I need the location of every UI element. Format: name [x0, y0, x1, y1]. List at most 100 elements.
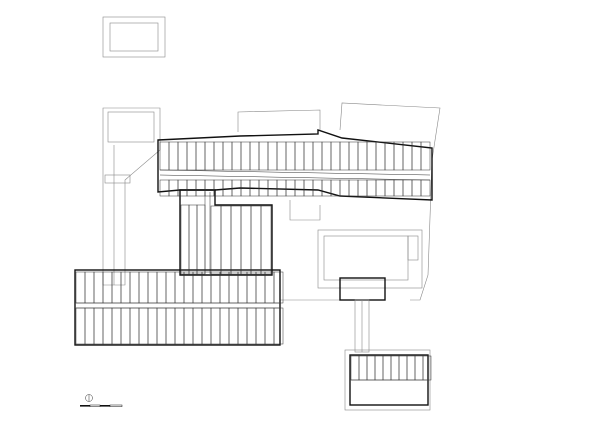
room [249, 141, 260, 171]
scale-bar [80, 404, 123, 407]
room [366, 179, 377, 197]
room [420, 141, 431, 171]
room [393, 179, 404, 197]
room [375, 179, 386, 197]
room [231, 141, 242, 171]
room [219, 271, 230, 304]
room [156, 307, 167, 345]
room [204, 141, 215, 171]
room [219, 307, 230, 345]
room [183, 271, 194, 304]
room [201, 307, 212, 345]
room [129, 271, 140, 304]
room [358, 355, 368, 381]
room [402, 179, 413, 197]
room [276, 141, 287, 171]
room [366, 141, 377, 171]
room [84, 307, 95, 345]
room [246, 307, 257, 345]
room [250, 205, 262, 275]
room [102, 271, 113, 304]
room [240, 141, 251, 171]
room [321, 141, 332, 171]
room [375, 141, 386, 171]
room [220, 205, 232, 275]
room [195, 179, 206, 197]
room [264, 271, 275, 304]
room [330, 141, 341, 171]
room [165, 271, 176, 304]
detached-pavilion [102, 16, 166, 58]
room [196, 204, 206, 275]
room [213, 141, 224, 171]
room [303, 141, 314, 171]
room [312, 141, 323, 171]
room [120, 271, 131, 304]
room [267, 179, 278, 197]
room [111, 271, 122, 304]
room [374, 355, 384, 381]
room [93, 271, 104, 304]
room [192, 271, 203, 304]
room [186, 179, 197, 197]
room [165, 307, 176, 345]
room [312, 179, 323, 197]
room [246, 271, 257, 304]
room [285, 179, 296, 197]
room [357, 179, 368, 197]
room [186, 141, 197, 171]
room [210, 205, 222, 275]
room [384, 141, 395, 171]
room [204, 179, 215, 197]
room [93, 307, 104, 345]
room [339, 141, 350, 171]
room [180, 204, 190, 275]
room [228, 307, 239, 345]
room [75, 307, 86, 345]
room [273, 271, 284, 304]
room [390, 355, 400, 381]
room [188, 204, 198, 275]
room [420, 179, 431, 197]
room [159, 179, 170, 197]
room [129, 307, 140, 345]
room [174, 271, 185, 304]
room [260, 205, 272, 275]
room [384, 179, 395, 197]
room [303, 179, 314, 197]
room [230, 205, 242, 275]
room [237, 271, 248, 304]
room [120, 307, 131, 345]
room [350, 355, 360, 381]
room [406, 355, 416, 381]
room [192, 307, 203, 345]
room [264, 307, 275, 345]
room [174, 307, 185, 345]
room [168, 179, 179, 197]
room [357, 141, 368, 171]
room [210, 307, 221, 345]
room [228, 271, 239, 304]
room-partitions [75, 141, 432, 381]
room [195, 141, 206, 171]
room [285, 141, 296, 171]
room [222, 141, 233, 171]
room [398, 355, 408, 381]
room [422, 355, 432, 381]
room [147, 271, 158, 304]
room [210, 271, 221, 304]
room [258, 141, 269, 171]
room [111, 307, 122, 345]
room [255, 271, 266, 304]
north-arrow-icon [85, 394, 93, 402]
room [414, 355, 424, 381]
room [75, 271, 86, 304]
room [222, 179, 233, 197]
room [237, 307, 248, 345]
room [411, 179, 422, 197]
connector-bridge [339, 277, 386, 353]
room [138, 307, 149, 345]
room [382, 355, 392, 381]
room [159, 141, 170, 171]
